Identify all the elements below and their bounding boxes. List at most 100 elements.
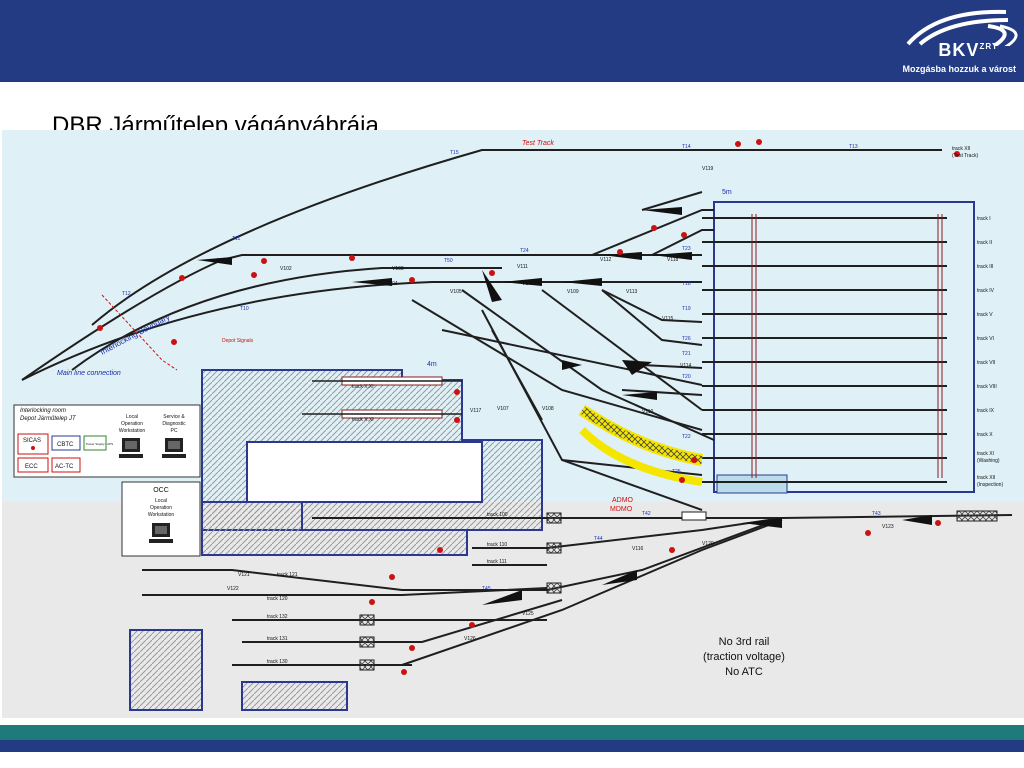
track-note: (Inspection) [977,482,1003,488]
svg-text:V126: V126 [464,636,476,642]
test-track-label: Test Track [522,140,554,147]
svg-text:V103: V103 [392,266,404,272]
svg-text:track 120: track 120 [267,596,288,602]
buffer-stop [546,512,562,524]
track-line [641,191,703,211]
depot-hall [713,201,975,493]
hatched-block [241,681,348,711]
svg-text:track 110: track 110 [487,542,507,548]
svg-text:Depot Járműtelep JT: Depot Járműtelep JT [20,416,77,422]
svg-text:T44: T44 [594,536,603,542]
svg-text:Operation: Operation [121,421,143,427]
section-labels: T15 T14 T13 T12 T11 T10 T18 T19 T20 T21 … [122,144,881,592]
occ-box: OCC Local Operation Workstation [121,481,201,557]
yard-track-labels: track 100 track 110 track 111 track 121 … [267,384,508,665]
svg-text:V110: V110 [642,409,654,415]
svg-text:T14: T14 [682,144,691,150]
svg-text:track X,XI: track X,XI [352,417,374,423]
depot-signals-label: Depot Signals [222,338,254,344]
svg-text:Workstation: Workstation [148,512,175,518]
track-label: track I [977,216,991,222]
svg-text:V112: V112 [600,257,612,263]
svg-text:T12: T12 [122,291,131,297]
track-label: track II [977,240,992,246]
switch-markers [197,207,932,605]
track-line [491,329,543,421]
svg-text:V123: V123 [882,524,894,530]
hatched-block [129,629,203,711]
svg-text:V101: V101 [217,258,229,264]
svg-text:T42: T42 [642,511,651,517]
svg-text:V111: V111 [517,264,528,270]
buffer-stop [546,542,562,554]
svg-text:(traction voltage): (traction voltage) [703,651,785,663]
computer-icon [149,523,173,543]
svg-text:T10: T10 [240,306,249,312]
track-label: track X [977,432,993,438]
depot-hall-tracks [702,217,947,483]
logo-swoosh-icon [906,9,1018,46]
svg-text:T11: T11 [232,236,240,242]
svg-text:AC-TC: AC-TC [55,464,74,470]
svg-text:Operation: Operation [150,505,172,511]
svg-text:track 130: track 130 [267,659,288,665]
building-inner [246,441,483,503]
track-line [411,299,703,431]
svg-text:Workstation: Workstation [119,428,146,434]
track-line [601,289,703,346]
svg-text:V106: V106 [522,281,534,287]
main-line-label: Main line connection [57,370,121,377]
svg-text:Local: Local [126,414,138,420]
svg-text:track 111: track 111 [487,559,507,565]
svg-text:V107: V107 [497,406,509,412]
track-label: track IV [977,288,995,294]
svg-text:ECC: ECC [25,464,38,470]
svg-text:V105: V105 [450,289,462,295]
svg-text:T19: T19 [682,306,691,312]
no-3rd-rail-note: No 3rd rail (traction voltage) No ATC [703,636,785,678]
bkv-logo: BKVZRT Mozgásba hozzuk a várost [868,6,1018,78]
svg-text:PC: PC [171,428,178,434]
buffer-stop [956,510,998,522]
building-annex [201,501,468,556]
svg-text:V116: V116 [632,546,644,552]
svg-text:V119: V119 [702,166,714,172]
svg-text:track 131: track 131 [267,636,288,642]
svg-text:Diagnostic: Diagnostic [162,421,186,427]
test-track [91,149,942,326]
buffer-stop [359,636,375,648]
buffer-stop [681,511,707,521]
track-xii-test-label: track XII [952,146,970,152]
svg-text:track 121: track 121 [277,572,298,578]
buffer-stop [546,582,562,594]
svg-text:T43: T43 [872,511,881,517]
svg-text:track X,XI: track X,XI [352,384,374,390]
svg-text:T15: T15 [450,150,459,156]
brand-name: BKVZRT [938,40,998,60]
svg-text:T22: T22 [682,434,691,440]
svg-text:V114: V114 [680,363,692,369]
track-label: track VI [977,336,994,342]
track-label: track XI [977,451,994,457]
footer-band-navy [0,740,1024,752]
svg-text:No 3rd rail: No 3rd rail [719,636,770,648]
svg-text:Interlocking room: Interlocking room [20,408,66,414]
svg-text:Power Supply / UPS: Power Supply / UPS [86,442,113,446]
svg-text:V122: V122 [227,586,239,592]
svg-text:OCC: OCC [153,487,169,494]
actc-box [51,457,81,473]
svg-text:T26: T26 [682,336,691,342]
track-line [561,459,703,476]
svg-text:T18: T18 [682,281,691,287]
buffer-stop [359,614,375,626]
svg-text:track 132: track 132 [267,614,288,620]
track-label: track VII [977,360,995,366]
svg-text:V115: V115 [662,316,674,322]
track-note: (Washing) [977,458,1000,464]
dim-5m: 5m [722,189,732,196]
svg-text:SICAS: SICAS [23,438,41,444]
computer-icon [119,438,143,458]
cbtc-box [51,435,81,451]
track-label: track IX [977,408,995,414]
signals [97,139,960,675]
